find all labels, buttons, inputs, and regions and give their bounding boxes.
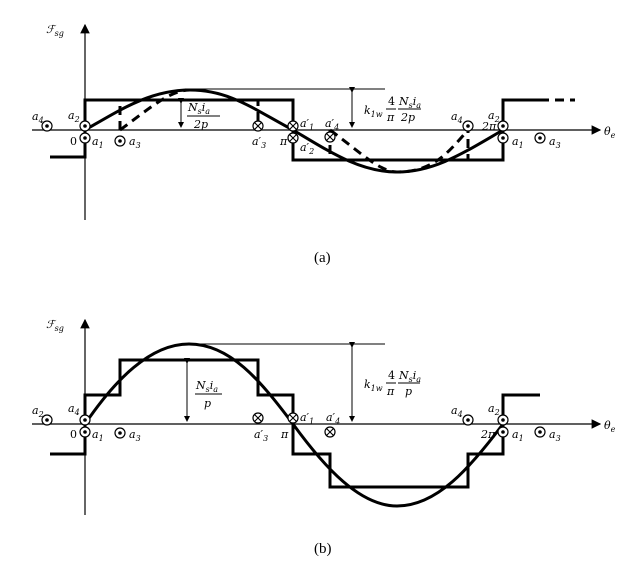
svg-text:Nsia: Nsia [195,379,218,394]
panel-b-label-a4-right: a4 [451,404,463,419]
panel-b-label-a3-right: a3 [549,428,561,443]
panel-a-label-a2-right: a2 [488,109,500,124]
panel-b-label-a4p: a′4 [326,411,340,426]
panel-b-conductor-a3p [252,412,264,424]
panel-a-zero: 0 [70,135,77,148]
panel-a-conductor-a2-right [497,120,509,132]
panel-b-label-a1p: a′1 [300,411,314,426]
panel-b-conductor-a1-left [79,426,91,438]
panel-b-conductor-a4p [324,426,336,438]
svg-text:k1w: k1w [364,378,383,393]
svg-text:p: p [405,385,412,398]
panel-a-label-a1-left: a1 [92,135,104,150]
panel-a-step-label: Nsia 2p [187,101,220,131]
panel-a-label-a4-left: a4 [32,110,44,125]
svg-text:Nsia: Nsia [187,101,210,116]
panel-b-conductor-a3-right [534,426,546,438]
panel-b-peak-label: k1w 4 π Nsia p [364,369,421,398]
panel-b-label-a3-left: a3 [129,428,141,443]
panel-a-conductor-a1-right [497,132,509,144]
panel-a-two-pi: 2π [481,120,497,133]
panel-b-label-a4-left: a4 [68,402,80,417]
panel-b-label-a2-right: a2 [488,402,500,417]
svg-text:π: π [386,385,395,398]
svg-text:2p: 2p [400,111,415,124]
panel-a-pi: π [279,135,288,148]
svg-text:p: p [204,397,211,410]
panel-b-conductor-a4-right [462,414,474,426]
panel-a-conductor-a3-right [534,132,546,144]
panel-a-label-a3p: a′3 [252,135,266,150]
panel-b-two-pi: 2π [480,428,496,441]
svg-text:Nsia: Nsia [398,369,421,384]
panel-a-conductor-a2p [287,132,299,144]
panel-a-label-a3-right: a3 [549,135,561,150]
panel-a-conductor-a1p [287,120,299,132]
panel-a-conductor-a4-right [462,120,474,132]
panel-b-label-a2-left: a2 [32,404,44,419]
panel-b-conductor-a2-right [497,414,509,426]
panel-b-zero: 0 [70,428,77,441]
panel-b-label-a3p: a′3 [254,428,268,443]
panel-b-conductor-a3-left [114,427,126,439]
panel-b-conductor-a1-right [497,426,509,438]
panel-a-label-a4p: a′4 [325,117,339,132]
panel-b-conductor-a1p [287,412,299,424]
panel-b-conductor-a2-left [41,414,53,426]
panel-b-caption: (b) [314,541,332,557]
panel-a-peak-label: k1w 4 π Nsia 2p [364,95,421,124]
svg-text:4: 4 [388,95,395,108]
panel-a-conductor-a1-left [79,132,91,144]
panel-a-label-a2p: a′2 [300,141,314,156]
panel-a-label-a1p: a′1 [300,117,314,132]
panel-a-conductor-a4p [324,131,336,143]
panel-b-y-label: ℱsg [46,318,64,333]
panel-b-label-a1-left: a1 [92,428,104,443]
panel-b-label-a1-right: a1 [512,428,524,443]
svg-text:2p: 2p [193,118,208,131]
panel-b: ℱsg θe Nsia p k1w 4 π Nsia p a2 a4 [32,318,616,557]
panel-a-label-a3-left: a3 [129,135,141,150]
panel-a-conductor-a3p [252,120,264,132]
svg-text:π: π [386,111,395,124]
svg-text:k1w: k1w [364,104,383,119]
panel-a-conductor-a2-left [79,120,91,132]
panel-a: ℱsg θe Nsia 2p k1w 4 π Nsia [32,23,616,266]
panel-a-x-label: θe [604,125,616,140]
panel-a-dashed-fundamental [119,88,470,174]
svg-text:4: 4 [388,369,395,382]
panel-a-conductor-a3-left [114,135,126,147]
panel-a-caption: (a) [314,250,331,266]
panel-a-label-a2-left: a2 [68,109,80,124]
panel-a-label-a4-right: a4 [451,110,463,125]
panel-a-y-label: ℱsg [46,23,64,38]
svg-text:Nsia: Nsia [398,95,421,110]
panel-b-step-label: Nsia p [195,379,222,410]
panel-a-label-a1-right: a1 [512,135,524,150]
panel-b-x-label: θe [604,419,616,434]
panel-b-pi: π [280,428,289,441]
panel-a-conductor-a4-left [41,120,53,132]
panel-b-conductor-a4-left [79,414,91,426]
panel-b-fundamental-wave [83,342,505,508]
